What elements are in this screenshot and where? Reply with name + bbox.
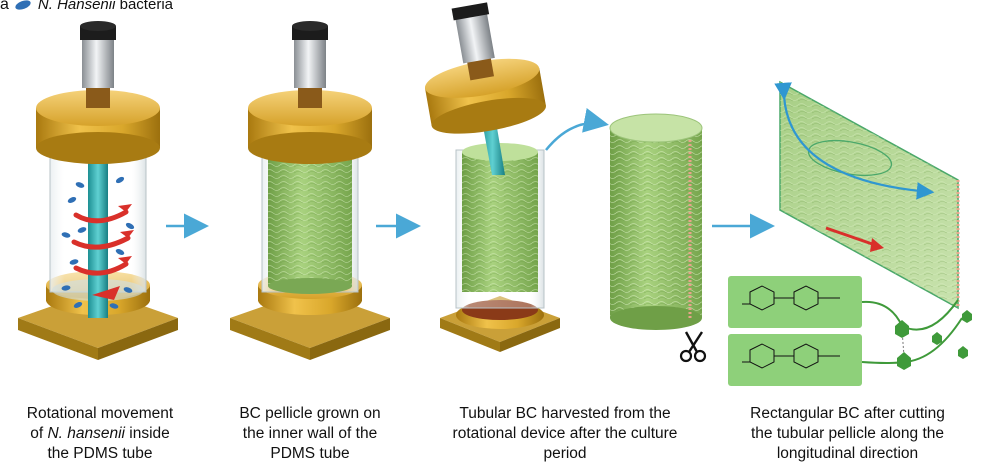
caption-step3-line1: Tubular BC harvested from the [459,405,671,422]
rectangular-bc [774,80,960,310]
caption-step2-line1: BC pellicle grown on [239,405,381,422]
caption-step2-line2: the inner wall of the [242,425,378,442]
caption-step1-line1: Rotational movement [26,405,174,422]
fiber-direction-arrow [774,82,935,200]
caption-step3: Tubular BC harvested from the rotational… [425,404,705,464]
rotating-rod [88,150,108,318]
caption-step3-line2: rotational device after the culture [452,425,678,442]
legend: a N. Hansenii bacteria [0,0,173,14]
hexagon-links [861,299,972,370]
legend-word: bacteria [119,0,173,13]
red-direction-arrow [825,226,879,248]
harvest-arrow [545,108,609,151]
legend-species: N. Hansenii [37,0,116,13]
caption-step3-line3: period [543,445,587,462]
device-pellicle [230,21,390,360]
caption-step4-line3: longitudinal direction [776,445,919,462]
device-harvest [424,2,560,352]
caption-step4: Rectangular BC after cutting the tubular… [720,404,975,464]
device-rotational [18,21,178,360]
caption-step1-line2: of N. hansenii inside [30,425,170,442]
harvested-tube [609,113,703,330]
caption-step4-line1: Rectangular BC after cutting [750,405,945,422]
bacteria-cells [61,176,135,309]
caption-step1-line3: the PDMS tube [47,445,153,462]
caption-step1: Rotational movement of N. hansenii insid… [0,404,200,464]
caption-step1-species: N. hansenii [47,425,125,442]
motor [82,36,114,88]
cellulose-structure-panel-1 [728,276,862,328]
rotation-spiral [71,209,131,276]
scissors-icon [679,331,707,363]
caption-step4-line2: the tubular pellicle along the [750,425,945,442]
cellulose-structure-panel-2 [728,334,862,386]
caption-step2-line3: PDMS tube [270,445,350,462]
panel-letter: a [0,0,9,13]
caption-step2: BC pellicle grown on the inner wall of t… [210,404,410,464]
